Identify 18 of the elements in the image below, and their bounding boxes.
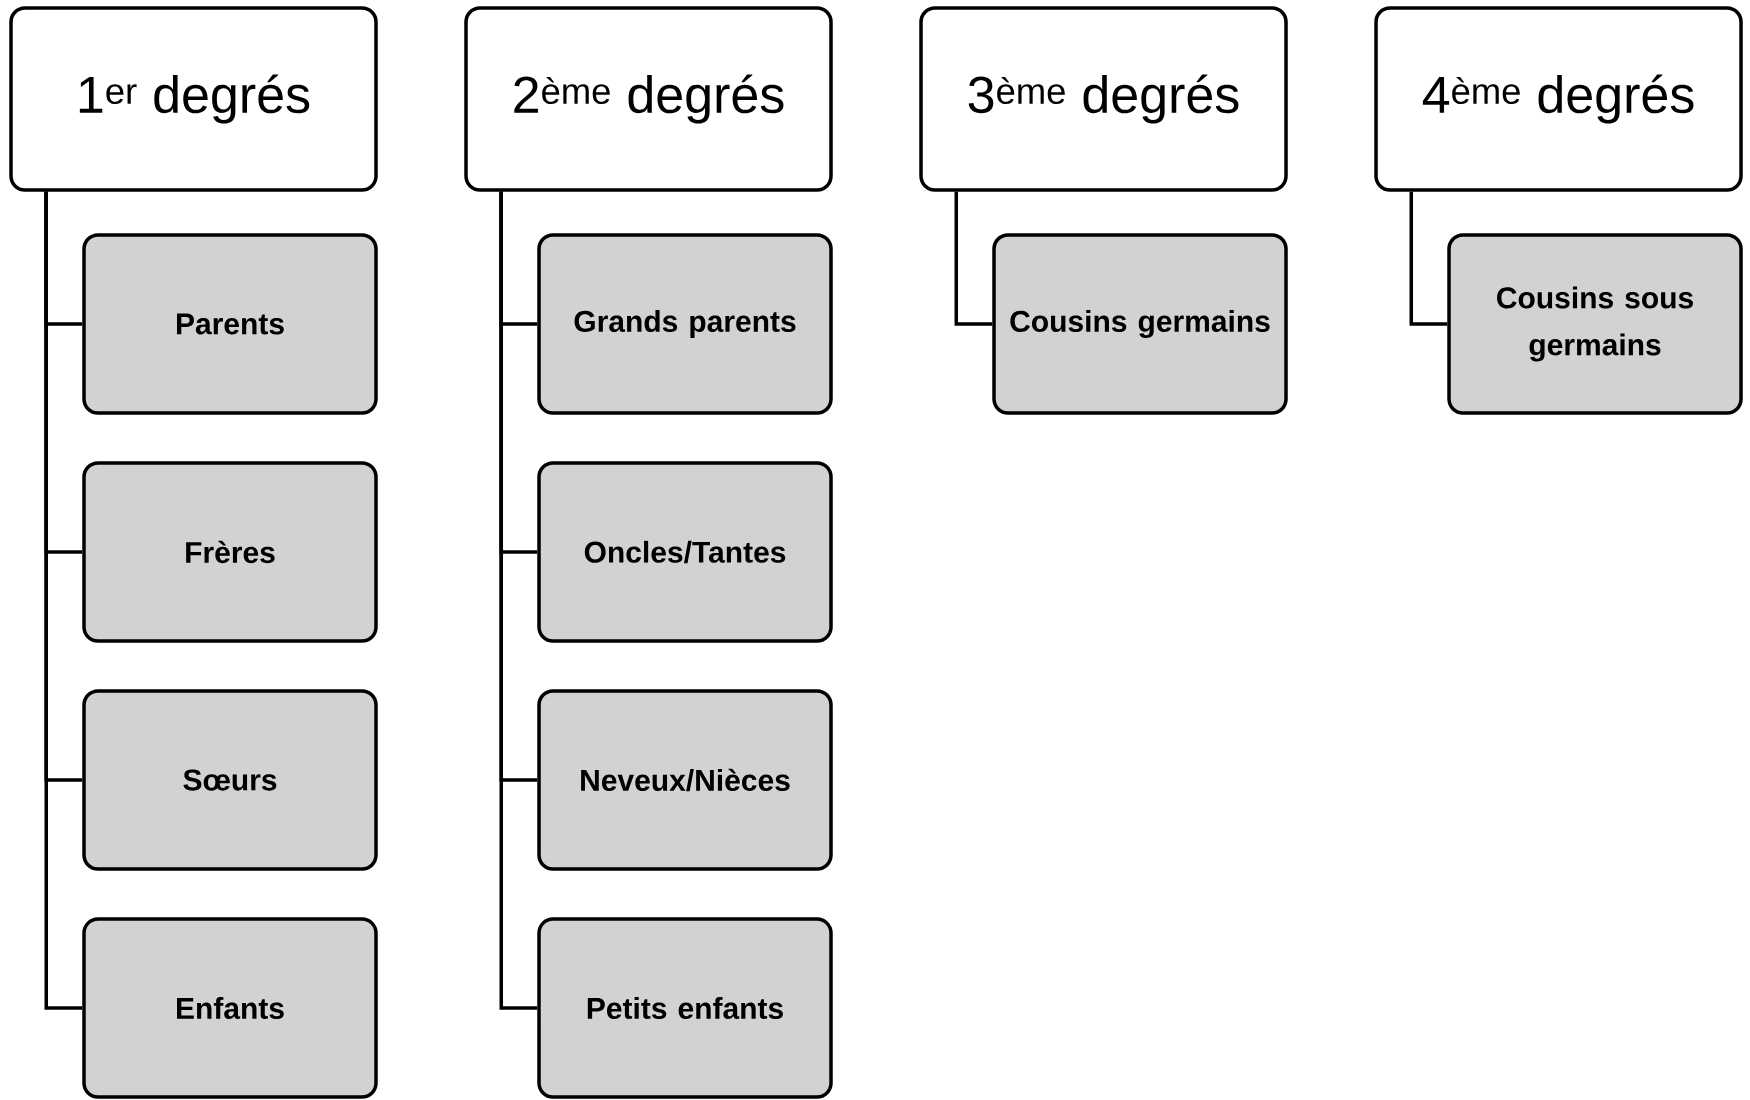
- connector-line: [954, 191, 993, 326]
- category-box: Petits enfants: [537, 917, 833, 1099]
- category-box: Grands parents: [537, 233, 833, 415]
- category-box: Sœurs: [82, 689, 378, 871]
- category-box: Parents: [82, 233, 378, 415]
- connector-line: [499, 191, 538, 1010]
- category-box: Neveux/Nièces: [537, 689, 833, 871]
- heading-box: 2$^{ème}$ degrés: [464, 6, 833, 192]
- category-box: Enfants: [82, 917, 378, 1099]
- connector-line: [1409, 191, 1448, 326]
- connector-line: [44, 191, 83, 1010]
- category-box: Cousins germains: [992, 233, 1288, 415]
- heading-box: 3$^{ème}$ degrés: [919, 6, 1288, 192]
- category-box: Oncles/Tantes: [537, 461, 833, 643]
- heading-box: 4$^{ème}$ degrés: [1374, 6, 1743, 192]
- category-box: Frères: [82, 461, 378, 643]
- heading-box: 1$^{er}$ degrés: [9, 6, 378, 192]
- category-box: Cousins sous germains: [1447, 233, 1743, 415]
